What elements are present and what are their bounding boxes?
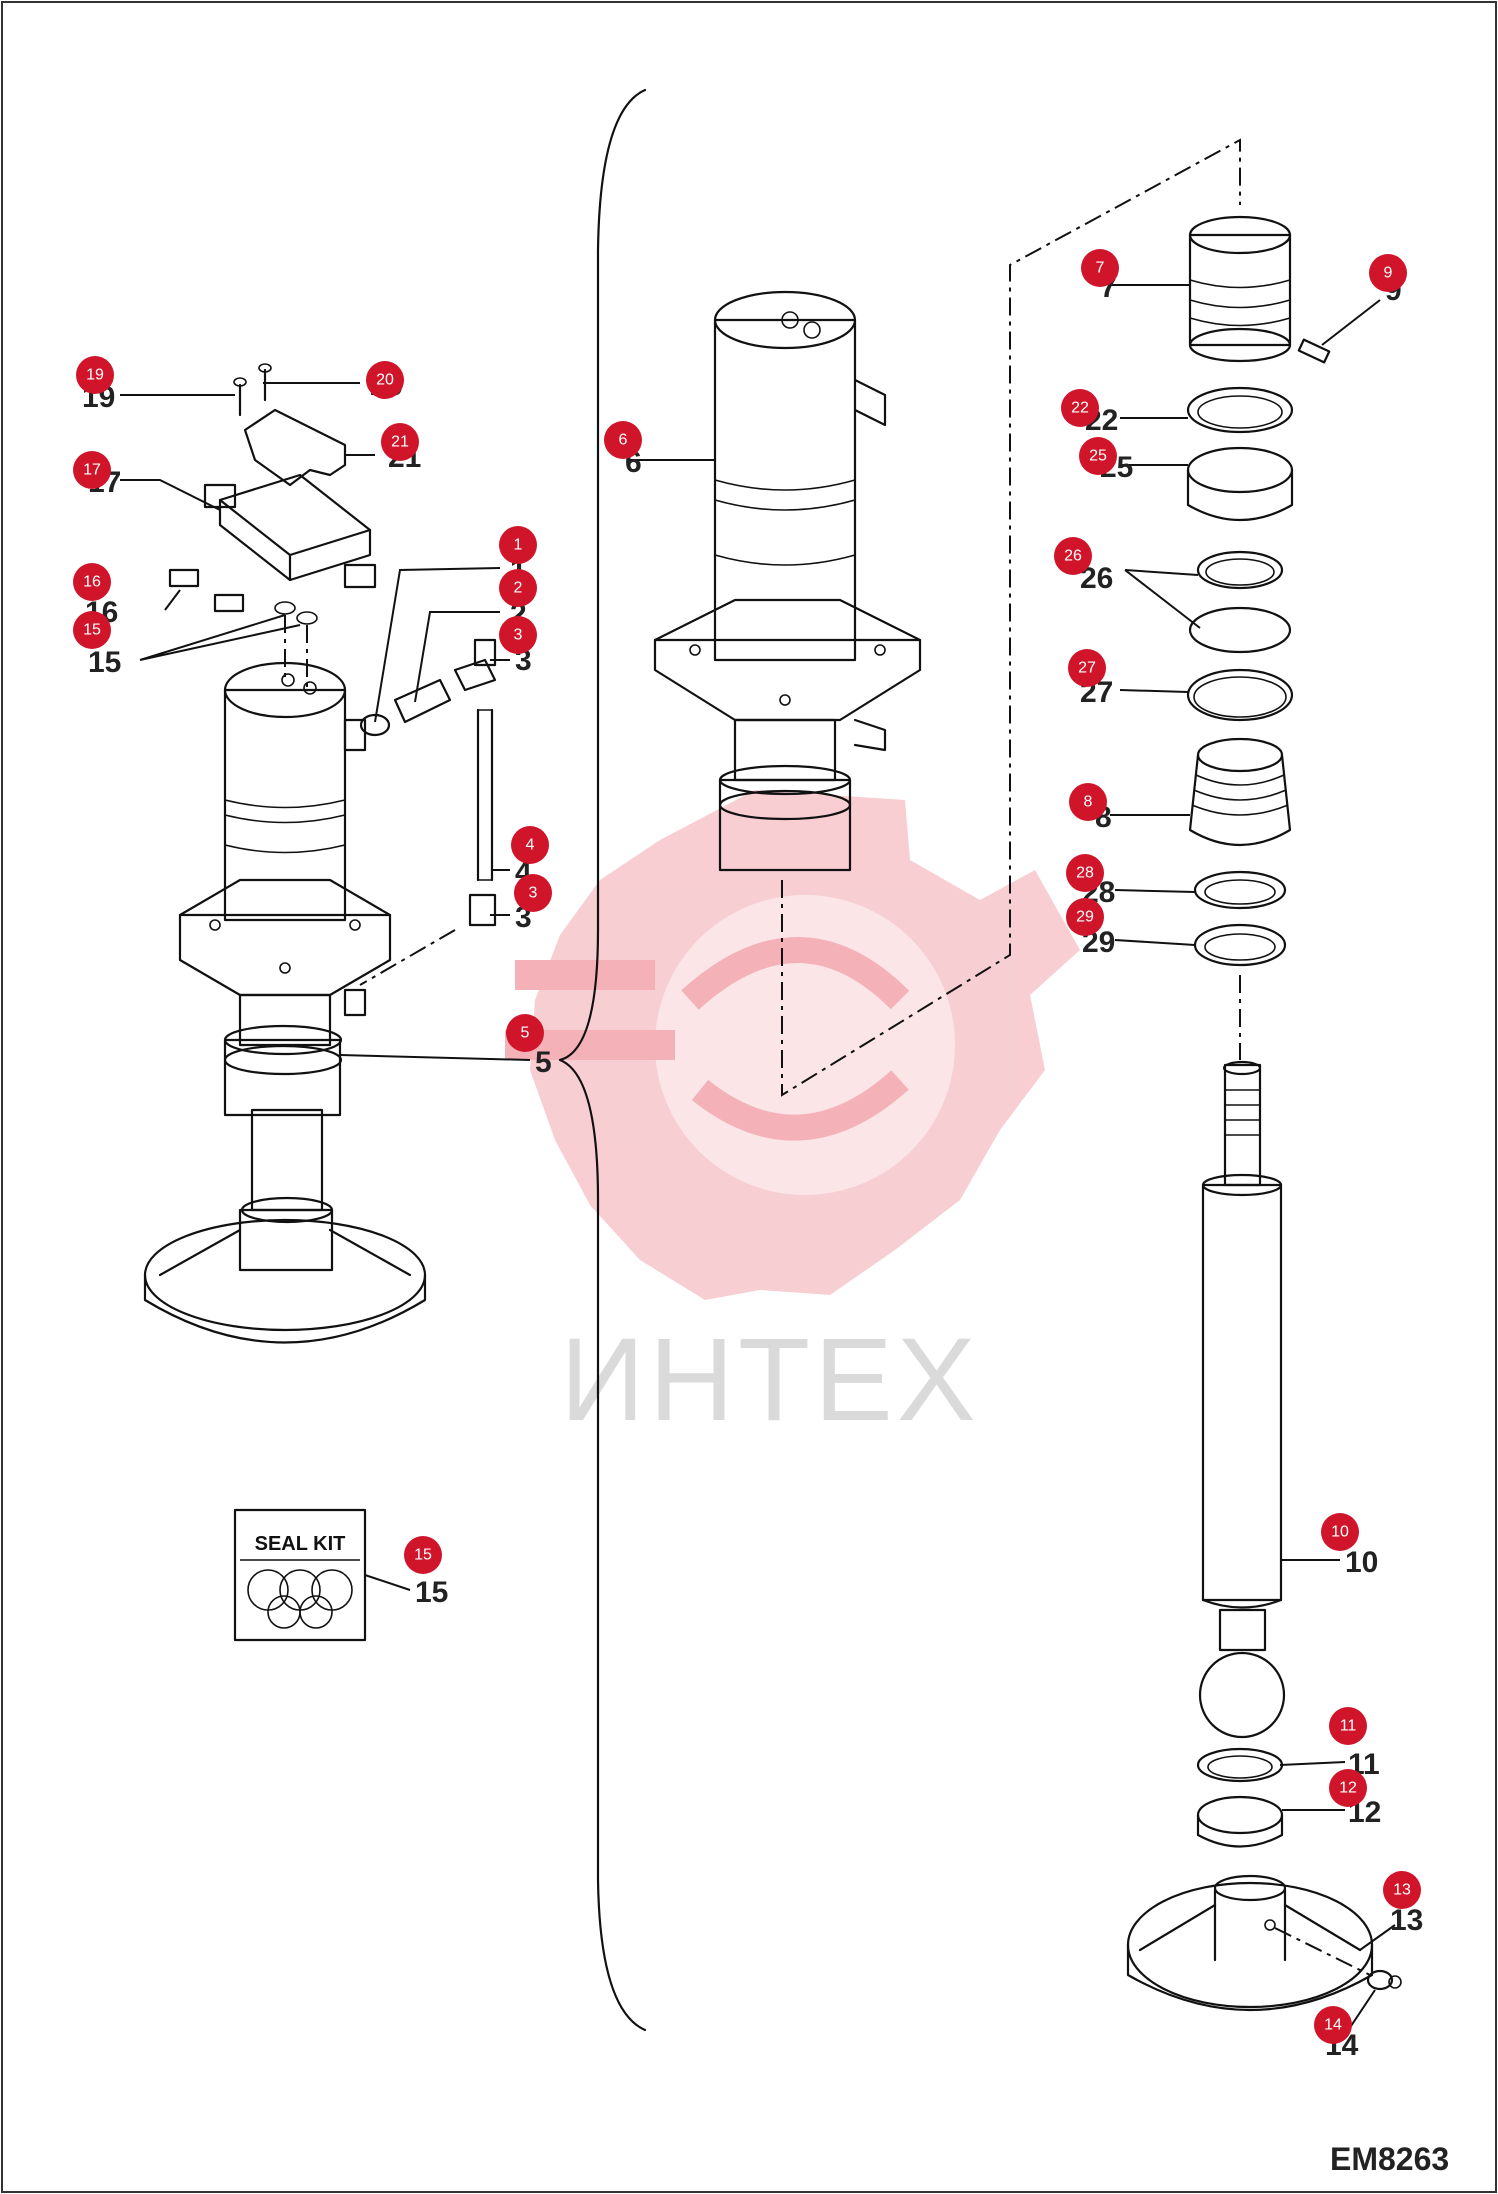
- callout-badge-number: 27: [1078, 660, 1096, 677]
- callout-badge-29: 29: [1066, 898, 1104, 936]
- callout-badge-6: 6: [604, 421, 642, 459]
- callout-badge-28: 28: [1066, 854, 1104, 892]
- callout-badge-11: 11: [1329, 1707, 1367, 1745]
- callout-badge-4: 4: [511, 826, 549, 864]
- part-number-label-10: 10: [1345, 1546, 1378, 1579]
- callout-badges: 19 20 21 17 16 15 1 2 3 4 3 5 6 7 9 22 2…: [73, 249, 1421, 2044]
- callout-badge-5: 5: [506, 1014, 544, 1052]
- callout-badge-25: 25: [1079, 437, 1117, 475]
- part-number-label-15: 15: [88, 646, 121, 679]
- callout-badge-17: 17: [73, 451, 111, 489]
- left-cylinder-assembly: SEAL KIT: [143, 363, 497, 1642]
- callout-badge-27: 27: [1068, 649, 1106, 687]
- callout-badge-20: 20: [366, 361, 404, 399]
- callout-badge-number: 9: [1384, 265, 1393, 282]
- callout-badge-number: 28: [1076, 865, 1094, 882]
- callout-badge-8: 8: [1069, 783, 1107, 821]
- callout-badge-number: 17: [83, 462, 101, 479]
- drawing-code: EM8263: [1330, 2141, 1449, 2177]
- callout-badge-number: 2: [514, 580, 523, 597]
- part-number-label-13: 13: [1390, 1904, 1423, 1937]
- leader-lines: [120, 284, 1396, 2036]
- callout-badge-number: 22: [1071, 400, 1089, 417]
- callout-badge-number: 1: [514, 537, 523, 554]
- callout-badge-number: 13: [1393, 1882, 1411, 1899]
- callout-badge-3: 3: [514, 874, 552, 912]
- callout-badge-7: 7: [1081, 249, 1119, 287]
- callout-badge-number: 15: [83, 622, 101, 639]
- watermark-logo: ИНТЕХ: [505, 790, 1080, 1446]
- callout-badge-number: 25: [1089, 448, 1107, 465]
- callout-badge-number: 10: [1331, 1524, 1349, 1541]
- callout-badge-1: 1: [499, 526, 537, 564]
- callout-badge-2: 2: [499, 569, 537, 607]
- callout-badge-15: 15: [404, 1536, 442, 1574]
- callout-badge-number: 4: [526, 837, 535, 854]
- callout-badge-number: 29: [1076, 909, 1094, 926]
- callout-badge-number: 6: [619, 432, 628, 449]
- callout-badge-16: 16: [73, 563, 111, 601]
- callout-badge-number: 15: [414, 1547, 432, 1564]
- part-number-label-15: 15: [415, 1576, 448, 1609]
- seal-kit-label: SEAL KIT: [255, 1533, 346, 1555]
- part-number-label-5: 5: [535, 1046, 552, 1079]
- callout-badge-number: 12: [1339, 1780, 1357, 1797]
- callout-badge-number: 14: [1324, 2017, 1342, 2034]
- center-cylinder: [653, 138, 1241, 1097]
- callout-badge-3: 3: [499, 616, 537, 654]
- group-brace: [558, 88, 647, 2032]
- watermark-text: ИНТЕХ: [560, 1314, 980, 1446]
- callout-badge-19: 19: [76, 356, 114, 394]
- callout-badge-number: 7: [1096, 260, 1105, 277]
- callout-badge-9: 9: [1369, 254, 1407, 292]
- callout-badge-22: 22: [1061, 389, 1099, 427]
- callout-badge-number: 3: [529, 885, 538, 902]
- callout-badge-14: 14: [1314, 2006, 1352, 2044]
- callout-badge-10: 10: [1321, 1513, 1359, 1551]
- callout-badge-26: 26: [1054, 537, 1092, 575]
- callout-badge-number: 16: [83, 574, 101, 591]
- callout-badge-number: 26: [1064, 548, 1082, 565]
- callout-badge-number: 5: [521, 1025, 530, 1042]
- callout-badge-number: 11: [1340, 1718, 1357, 1735]
- callout-badge-15: 15: [73, 611, 111, 649]
- callout-badge-13: 13: [1383, 1871, 1421, 1909]
- right-exploded-parts: [1126, 215, 1402, 2011]
- callout-badge-21: 21: [381, 423, 419, 461]
- callout-badge-number: 19: [86, 367, 104, 384]
- callout-badge-number: 20: [376, 372, 394, 389]
- callout-badge-number: 21: [391, 434, 409, 451]
- callout-badge-12: 12: [1329, 1769, 1367, 1807]
- callout-badge-number: 8: [1084, 794, 1093, 811]
- callout-badge-number: 3: [514, 627, 523, 644]
